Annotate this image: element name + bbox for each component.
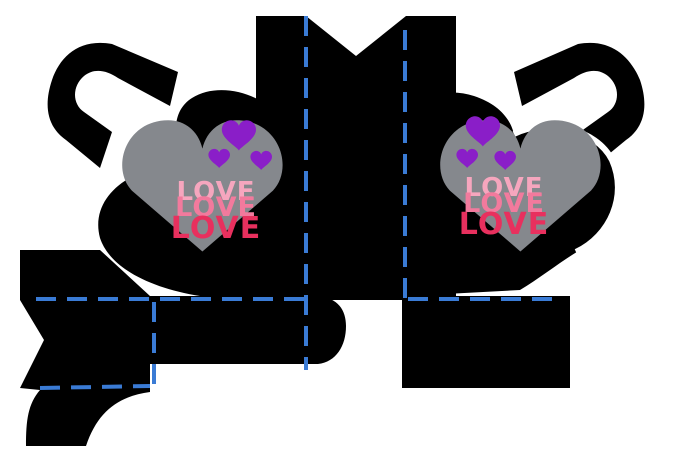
left-love-stack: LOVE LOVE LOVE	[171, 177, 261, 246]
love-word-bottom: LOVE	[171, 211, 261, 246]
love-word-top: LOVE	[465, 173, 544, 203]
love-word-top: LOVE	[177, 177, 256, 207]
right-love-stack: LOVE LOVE LOVE	[459, 173, 549, 242]
fold-lines	[36, 16, 562, 390]
center-spine	[306, 60, 406, 300]
love-word-bottom: LOVE	[459, 207, 549, 242]
love-word-middle: LOVE	[175, 192, 257, 223]
left-handle	[47, 42, 178, 168]
love-word-middle: LOVE	[463, 188, 545, 219]
right-handle	[514, 42, 645, 168]
fold-line-flap-diagonal	[39, 384, 151, 390]
bottom-right-flap	[402, 296, 570, 388]
